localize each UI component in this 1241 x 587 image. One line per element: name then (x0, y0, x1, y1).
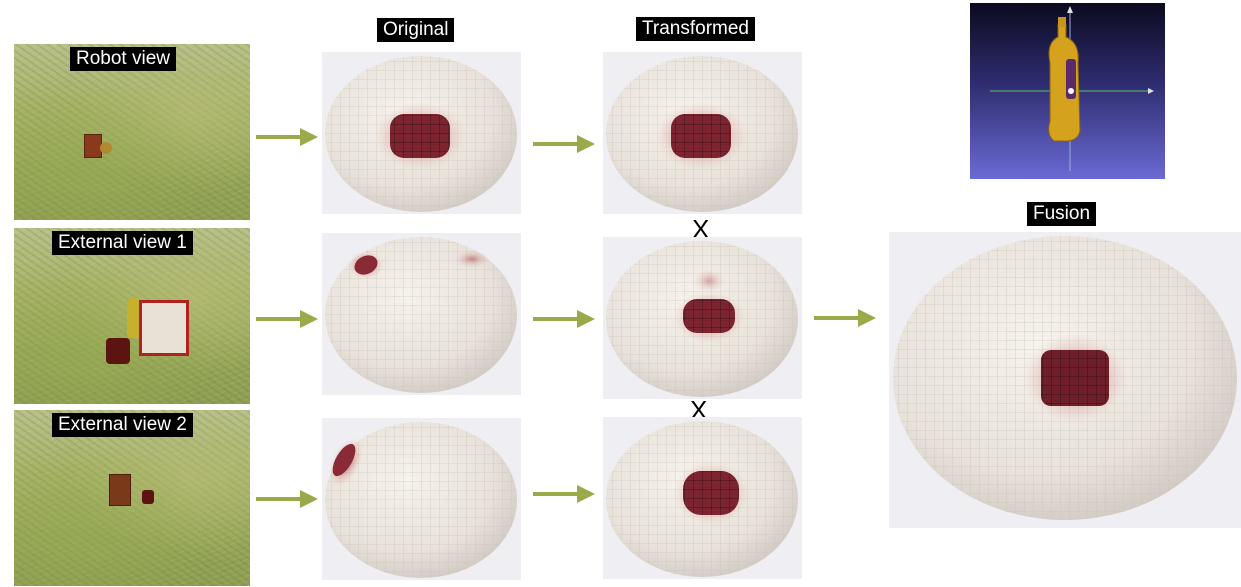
right-arrow-icon (533, 483, 595, 505)
transformed-label: Transformed (636, 17, 755, 41)
original-sphere-robot (322, 52, 521, 214)
fusion-label: Fusion (1027, 202, 1096, 226)
external-view-2-box (109, 474, 131, 506)
original-label: Original (377, 18, 454, 42)
original-sphere-external-1 (322, 233, 521, 395)
external-view-1-box (139, 300, 189, 356)
right-arrow-icon (533, 308, 595, 330)
right-arrow-icon (256, 488, 318, 510)
transformed-sphere-external-2 (603, 417, 802, 579)
right-arrow-icon (533, 133, 595, 155)
right-arrow-icon (256, 308, 318, 330)
external-view-2-label: External view 2 (52, 413, 193, 437)
robot-view-label: Robot view (70, 47, 176, 71)
fusion-sphere (889, 232, 1241, 528)
right-arrow-icon (256, 126, 318, 148)
external-view-1-mug (106, 338, 130, 364)
right-arrow-icon (814, 307, 876, 329)
original-sphere-external-2 (322, 418, 521, 580)
bottle-3d-icon (970, 3, 1165, 179)
external-view-1-label: External view 1 (52, 231, 193, 255)
transformed-sphere-external-1 (603, 237, 802, 399)
robot-view-object-2 (100, 142, 112, 154)
external-view-2-mug (142, 490, 154, 504)
transformed-sphere-robot (603, 52, 802, 214)
bottle-3d-render (970, 3, 1165, 179)
